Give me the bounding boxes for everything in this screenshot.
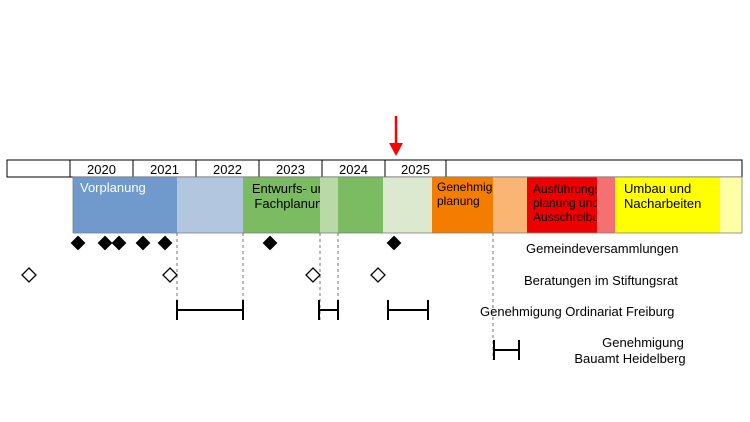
phase-segment bbox=[432, 177, 493, 233]
current-position-arrow bbox=[389, 116, 403, 156]
phase-segment bbox=[720, 177, 742, 233]
phase-bar-outline bbox=[72, 176, 743, 234]
phase-segment bbox=[383, 177, 432, 233]
hollow-diamond bbox=[162, 267, 178, 283]
year-label: 2021 bbox=[150, 162, 179, 177]
guide-lines bbox=[176, 233, 494, 360]
filled-diamond bbox=[386, 235, 402, 251]
phase-segment bbox=[615, 177, 720, 233]
phase-segment bbox=[338, 177, 383, 233]
phase-label: Umbau und bbox=[624, 181, 691, 196]
hollow-diamond bbox=[305, 267, 321, 283]
hollow-diamond bbox=[370, 267, 386, 283]
phase-label: Nacharbeiten bbox=[624, 196, 701, 211]
row-label: Genehmigung Ordinariat Freiburg bbox=[480, 304, 674, 319]
filled-diamond bbox=[70, 235, 86, 251]
filled-diamond bbox=[262, 235, 278, 251]
phase-label: Ausschreibung bbox=[533, 210, 612, 224]
phase-segment bbox=[597, 177, 615, 233]
year-label: 2024 bbox=[339, 162, 368, 177]
phase-segment bbox=[73, 177, 177, 233]
phase-label: Ausführungs- bbox=[533, 182, 604, 196]
phase-segment bbox=[243, 177, 320, 233]
filled-diamond bbox=[135, 235, 151, 251]
row-label: Beratungen im Stiftungsrat bbox=[524, 273, 678, 288]
year-label: 2025 bbox=[401, 162, 430, 177]
phase-segment bbox=[320, 177, 338, 233]
hollow-diamond bbox=[21, 267, 37, 283]
row-label: Genehmigung bbox=[602, 335, 684, 350]
phase-label: planung bbox=[437, 194, 480, 208]
row-label: Bauamt Heidelberg bbox=[574, 351, 685, 366]
arrow-head bbox=[389, 143, 403, 156]
filled-diamond bbox=[111, 235, 127, 251]
row-label: Gemeindeversammlungen bbox=[526, 241, 678, 256]
filled-diamond bbox=[157, 235, 173, 251]
phase-segment bbox=[177, 177, 243, 233]
phase-label: Fachplanung bbox=[254, 196, 329, 211]
year-label: 2023 bbox=[276, 162, 305, 177]
phase-label: planung und bbox=[533, 196, 599, 210]
milestone-markers bbox=[21, 235, 520, 360]
year-header: 2020 2021 2022 2023 2024 2025 bbox=[6, 159, 743, 178]
filled-diamond bbox=[97, 235, 113, 251]
phase-segment bbox=[493, 177, 527, 233]
year-label: 2020 bbox=[87, 162, 116, 177]
phase-label: Entwurfs- und bbox=[252, 181, 332, 196]
phase-label: Vorplanung bbox=[80, 180, 146, 195]
phase-segment bbox=[527, 177, 597, 233]
year-label: 2022 bbox=[213, 162, 242, 177]
